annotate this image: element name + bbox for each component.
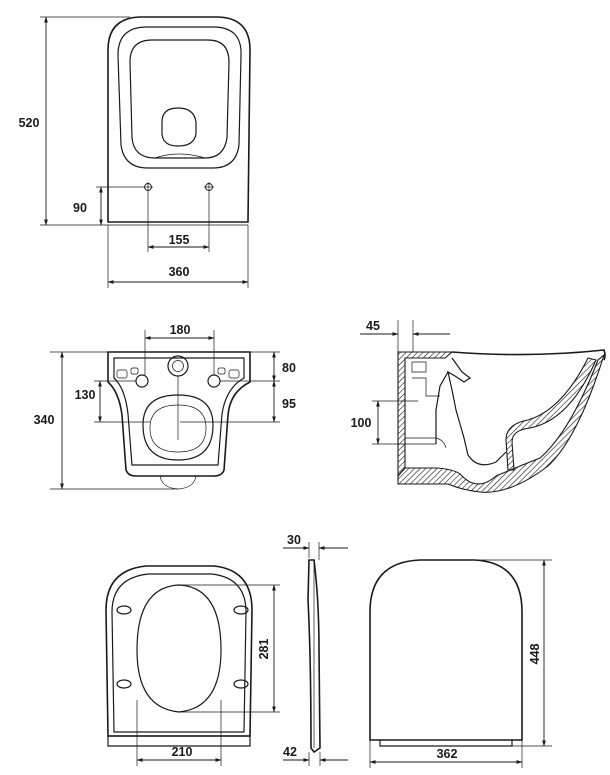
top-view-bowl-opening: [129, 39, 230, 159]
dimension-label-seat-thickness-bottom: 42: [283, 745, 297, 759]
seat-lid-outline: [369, 559, 523, 741]
dimension-label-depth: 45: [366, 319, 380, 333]
seat-hinge-bar: [107, 735, 251, 747]
side-section-view: 45 100: [351, 319, 606, 493]
side-section-rim: [451, 349, 606, 361]
top-view-fixing-hole-left: [143, 182, 153, 192]
seat-opening: [136, 584, 222, 713]
seat-side-view: 30 42: [283, 533, 348, 766]
dimension-label-fix-spacing: 180: [170, 323, 191, 337]
seat-outline: [105, 565, 253, 737]
top-view-drain-outlet: [161, 107, 197, 147]
front-view-bowl-outlet: [142, 394, 214, 461]
top-view-rim: [117, 26, 242, 169]
front-view-spigot: [159, 475, 197, 490]
seat-lid-view: 448 362: [369, 559, 552, 768]
dimension-label-hole-offset: 90: [73, 201, 87, 215]
seat-underside-view: 281 210: [105, 565, 280, 766]
front-view-inner-wall: [113, 357, 245, 466]
top-view-bowl-outline: [107, 16, 251, 223]
dimension-label-width: 360: [169, 265, 190, 279]
dimension-label-top-offset: 80: [282, 361, 296, 375]
dimension-label-seat-width: 210: [172, 745, 193, 759]
side-section-back-wall: [397, 351, 454, 478]
dimension-label-height-front: 340: [34, 413, 55, 427]
seat-lid-hinge: [379, 740, 513, 747]
seat-bumper-bottom-right: [233, 679, 249, 689]
side-section-outlet-pipe: [435, 371, 449, 444]
dimension-label-hole-height: 130: [75, 388, 96, 402]
dimension-label-seat-length: 281: [257, 639, 271, 660]
seat-bumper-bottom-left: [116, 679, 132, 689]
dimension-label-outlet-height: 100: [351, 416, 372, 430]
front-view: 180 80 95 130 340: [34, 323, 296, 490]
top-view-rim-edge: [154, 153, 206, 159]
dimension-label-mid-offset: 95: [282, 397, 296, 411]
dimension-label-lid-width: 362: [437, 747, 458, 761]
front-view-outline: [107, 351, 251, 477]
dimension-label-seat-thickness-top: 30: [287, 533, 301, 547]
dimension-label-lid-height: 448: [528, 644, 542, 665]
top-view-fixing-hole-right: [204, 182, 214, 192]
side-section-base: [397, 353, 606, 493]
side-section-trap: [447, 357, 507, 466]
seat-bumper-top-left: [116, 605, 132, 615]
top-view: 520 90 155 360: [19, 16, 251, 288]
side-section-bowl-wall: [505, 357, 597, 471]
seat-bumper-top-right: [233, 605, 249, 615]
dimension-label-hole-spacing: 155: [169, 233, 190, 247]
dimension-label-height: 520: [19, 116, 40, 130]
